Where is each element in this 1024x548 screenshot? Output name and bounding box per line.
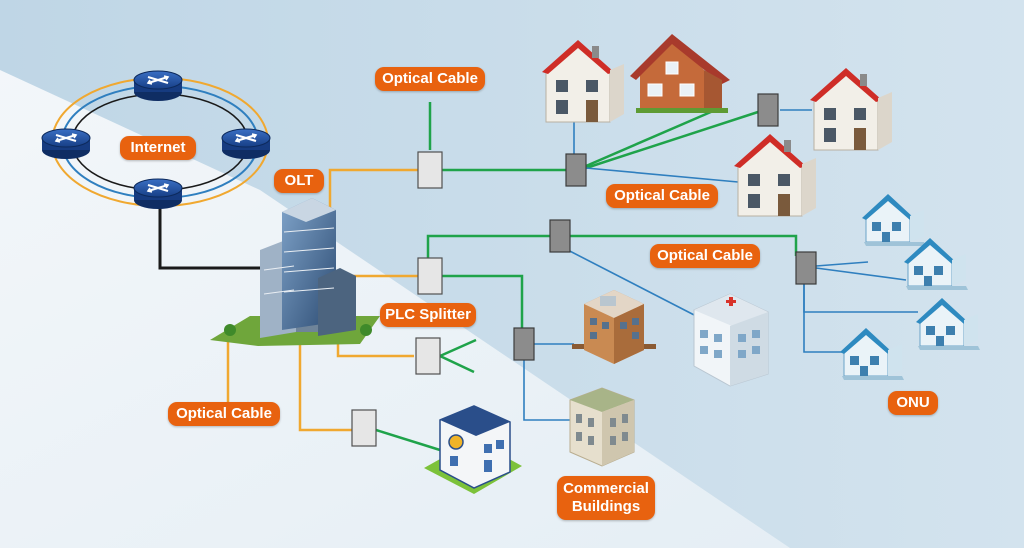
router-icon — [132, 69, 184, 103]
optical-cable-label-mid: Optical Cable — [650, 244, 760, 268]
hotel-icon — [572, 290, 656, 364]
office-building-icon — [569, 387, 635, 467]
commercial-buildings-label: Commercial Buildings — [557, 476, 655, 520]
hospital-icon — [693, 293, 769, 387]
optical-cable-label-top: Optical Cable — [375, 67, 485, 91]
router-icon — [40, 127, 92, 161]
brick-house-icon — [630, 34, 730, 113]
drop-fibers-blue — [523, 109, 918, 421]
bank-building-icon — [424, 405, 522, 494]
router-icon — [132, 177, 184, 211]
splitter-box-icon — [417, 151, 443, 189]
onu-label: ONU — [888, 391, 938, 415]
internet-label: Internet — [120, 136, 196, 160]
splitter-box-icon — [351, 409, 377, 447]
splitter-box-icon — [795, 251, 817, 285]
distribution-fibers-green — [375, 102, 798, 452]
splitter-box-icon — [757, 93, 779, 127]
splitter-box-icon — [549, 219, 571, 253]
trunk-line — [158, 200, 268, 270]
splitter-box-icon — [565, 153, 587, 187]
optical-cable-label-left: Optical Cable — [168, 402, 280, 426]
plc-splitter-label: PLC Splitter — [380, 303, 476, 327]
splitter-box-icon — [513, 327, 535, 361]
router-icon — [220, 127, 272, 161]
splitter-box-icon — [415, 337, 441, 375]
olt-label: OLT — [274, 169, 324, 193]
central-office-building-icon — [210, 198, 380, 346]
splitter-box-icon — [417, 257, 443, 295]
optical-cable-label-right: Optical Cable — [606, 184, 718, 208]
